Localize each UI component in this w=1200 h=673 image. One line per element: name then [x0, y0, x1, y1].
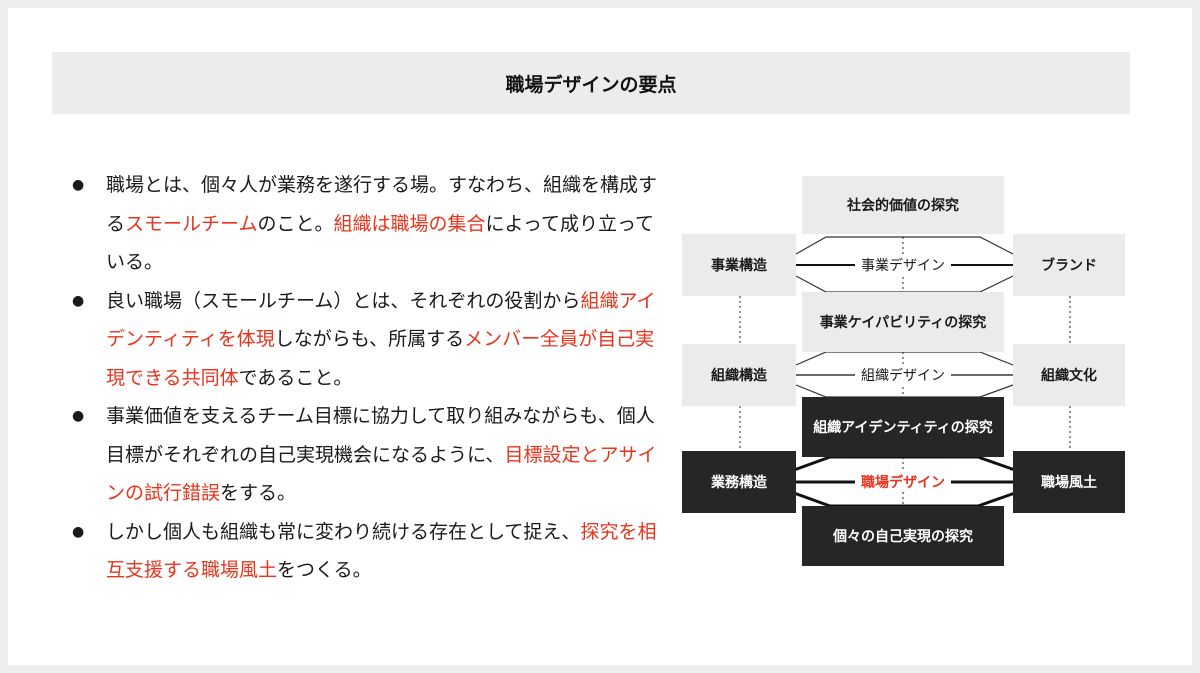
bullet-highlight: 目標設定とアサインの試行錯誤	[106, 443, 657, 505]
bullet-dot-icon: ●	[72, 292, 85, 309]
bullet-text: しかし個人も組織も常に変わり続ける存在として捉え、	[106, 520, 581, 543]
bullet-highlight: メンバー全員が自己実現できる共同体	[106, 328, 655, 389]
node-social-value: 社会的価値の探究	[802, 176, 1004, 234]
bullet-text: 職場とは、個々人が業務を遂行する場。すなわち、組織を構成する	[106, 174, 658, 235]
label-workplace-design: 職場デザイン	[855, 472, 951, 492]
bullet-dot-icon: ●	[72, 523, 85, 540]
node-brand: ブランド	[1013, 234, 1125, 296]
label-business-design: 事業デザイン	[855, 255, 951, 275]
node-business-structure: 事業構造	[682, 234, 796, 296]
page-title: 職場デザインの要点	[52, 52, 1130, 114]
bullet-text: をつくる。	[277, 559, 372, 581]
bullet-text: のこと。	[257, 212, 334, 235]
bullet-item: ● 良い職場（スモールチーム）とは、それぞれの役割から組織アイデンティティを体現し…	[72, 282, 662, 398]
bullet-dot-icon: ●	[72, 177, 85, 193]
node-workplace-climate: 職場風土	[1013, 451, 1125, 513]
bullet-text: であること。	[238, 366, 353, 389]
bullet-highlight: 探究を相互支援する職場風土	[106, 520, 657, 582]
bullet-text: しながらも、所属する	[274, 328, 465, 350]
bullet-item: ● しかし個人も組織も常に変わり続ける存在として捉え、探究を相互支援する職場風土を…	[72, 513, 662, 590]
node-self-realization: 個々の自己実現の探究	[802, 506, 1004, 566]
bullet-text: をする。	[220, 482, 297, 504]
label-org-design: 組織デザイン	[855, 365, 951, 385]
bullet-highlight: 組織アイデンティティを体現	[106, 289, 656, 351]
bullet-text: 良い職場（スモールチーム）とは、それぞれの役割から	[106, 289, 581, 312]
bullet-highlight: スモールチーム	[125, 212, 258, 235]
node-org-identity: 組織アイデンティティの探究	[802, 397, 1004, 457]
node-org-structure: 組織構造	[682, 344, 796, 406]
bullet-dot-icon: ●	[72, 408, 85, 424]
bullet-text: によって成り立っている。	[106, 212, 655, 274]
bullet-item: ● 職場とは、個々人が業務を遂行する場。すなわち、組織を構成するスモールチームのこ…	[72, 166, 662, 282]
bullet-list: ● 職場とは、個々人が業務を遂行する場。すなわち、組織を構成するスモールチームのこ…	[72, 166, 662, 590]
bullet-text: 事業価値を支えるチーム目標に協力して取り組みながらも、個人目標がそれぞれの自己実…	[106, 405, 655, 466]
bullet-item: ● 事業価値を支えるチーム目標に協力して取り組みながらも、個人目標がそれぞれの自己…	[72, 397, 662, 513]
node-work-structure: 業務構造	[682, 451, 796, 513]
node-org-culture: 組織文化	[1013, 344, 1125, 406]
bullet-highlight: 組織は職場の集合	[333, 212, 486, 235]
node-business-capability: 事業ケイパビリティの探究	[802, 292, 1004, 352]
